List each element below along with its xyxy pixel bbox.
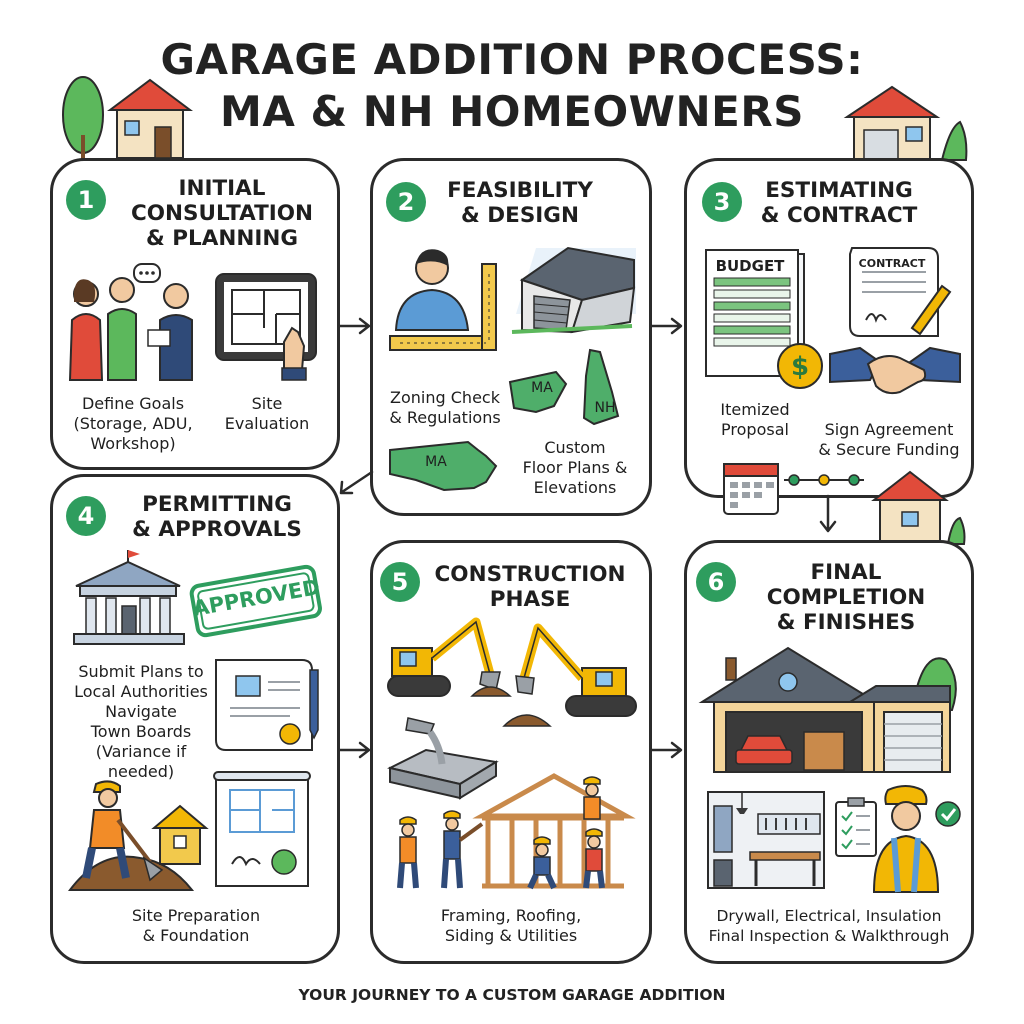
arrow-3-to-6 [819,494,837,533]
map-label-nh: NH [594,400,616,416]
timeline-icon [784,474,864,486]
step-2-label-zoning: Zoning Check & Regulations [389,388,501,427]
step-title-4: PERMITTING & APPROVALS [132,492,302,542]
finished-garage-icon [698,646,957,773]
dollar-coin-icon: $ [777,343,823,389]
step-title-3: ESTIMATING & CONTRACT [760,178,918,228]
floor-plan-tablet-icon [215,273,317,381]
map-label-ma-small: MA [531,380,553,396]
homeowners-consultation-icon [68,263,193,381]
digging-worker-icon [67,780,209,891]
arrow-4-to-5 [338,741,371,759]
page-title: GARAGE ADDITION PROCESS: MA & NH HOMEOWN… [0,34,1024,138]
budget-header: BUDGET [715,257,785,275]
step-number-6: 6 [696,562,736,602]
step-number-1: 1 [66,180,106,220]
step-number-3: 3 [702,182,742,222]
step-4-label-siteprep: Site Preparation & Foundation [131,906,261,945]
step-title-5: CONSTRUCTION PHASE [434,562,626,612]
map-label-ma-large: MA [425,454,447,470]
house-garage-right-icon [843,85,968,162]
step-card-5 [370,540,652,964]
step-2-label-floorplans: Custom Floor Plans & Elevations [522,438,628,497]
step-3-label-proposal: Itemized Proposal [720,400,790,439]
contract-icon [849,247,952,337]
state-map-icon [389,348,620,492]
arrow-2-to-3 [650,317,683,335]
approved-stamp-icon [189,564,322,638]
step-5-label-framing: Framing, Roofing, Siding & Utilities [440,906,582,945]
step-number-4: 4 [66,496,106,536]
inspector-checklist-icon [835,785,961,893]
arrow-2-to-4 [339,470,374,495]
garage-model-icon [511,246,636,334]
excavator-icon [387,617,637,727]
step-4-label-submit: Submit Plans to Local Authorities Naviga… [74,662,208,781]
concrete-pour-icon [387,717,499,800]
step-1-label-goals: Define Goals (Storage, ADU, Workshop) [73,394,193,453]
step-3-label-agreement: Sign Agreement & Secure Funding [818,420,960,459]
step-number-2: 2 [386,182,426,222]
calendar-icon [723,463,779,515]
blueprint-icon [213,771,311,887]
arrow-1-to-2 [338,317,371,335]
title-line-1: GARAGE ADDITION PROCESS: [160,35,864,84]
town-hall-icon [73,550,185,645]
arrow-5-to-6 [650,741,683,759]
handshake-icon [829,346,961,395]
framing-crew-icon [397,773,636,890]
step-title-1: INITIAL CONSULTATION & PLANNING [130,176,314,251]
step-title-6: FINAL COMPLETION & FINISHES [766,560,926,635]
house-tree-left-icon [62,76,193,160]
step-number-5: 5 [380,562,420,602]
step-6-label-finishes: Drywall, Electrical, Insulation Final In… [708,907,950,945]
architect-icon [389,249,497,351]
step-1-label-site: Site Evaluation [224,394,310,433]
house-small-icon [871,470,966,545]
title-line-2: MA & NH HOMEOWNERS [220,87,804,136]
svg-text:$: $ [791,352,809,382]
permit-document-icon [215,659,319,751]
contract-header: CONTRACT [858,257,926,270]
step-title-2: FEASIBILITY & DESIGN [447,178,593,228]
footer-caption: YOUR JOURNEY TO A CUSTOM GARAGE ADDITION [298,986,726,1004]
workshop-interior-icon [707,791,825,889]
